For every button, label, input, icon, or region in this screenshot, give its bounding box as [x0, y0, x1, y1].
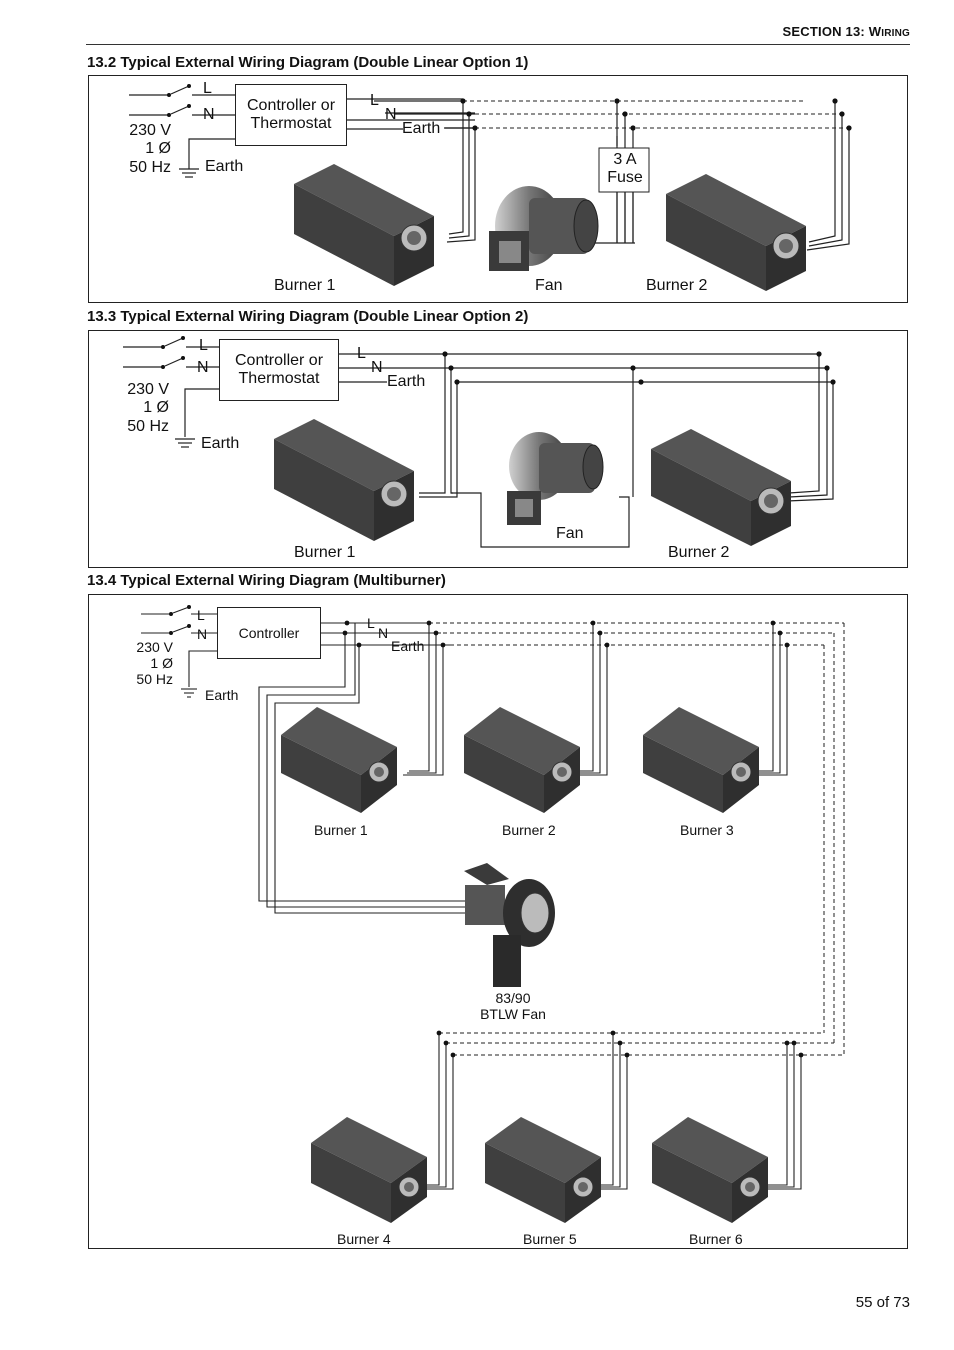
out-earth-label: Earth — [402, 120, 441, 137]
out-l-label: L — [357, 345, 366, 362]
burner-6-label: Burner 6 — [689, 1231, 743, 1247]
section-w: W — [868, 24, 882, 39]
burner-2-label: Burner 2 — [502, 822, 556, 838]
out-n-label: N — [378, 625, 389, 641]
burner-1-image — [294, 164, 434, 286]
supply-voltage: 230 V — [136, 639, 173, 655]
supply-frequency: 50 Hz — [129, 158, 171, 176]
controller-line-2: Thermostat — [238, 370, 320, 387]
controller-box: Controller or Thermostat — [235, 84, 347, 146]
supply-label: 230 V 1 Ø 50 Hz — [127, 639, 173, 687]
fuse-rating: 3 A — [613, 151, 637, 168]
diagram-13-4: L N 230 V 1 Ø 50 Hz Earth Controller L N… — [88, 594, 908, 1249]
section-header: SECTION 13: WIRING — [783, 24, 910, 39]
fan-image — [489, 186, 599, 271]
out-earth-label: Earth — [387, 373, 426, 390]
burner-6-image — [652, 1117, 768, 1223]
section-title-13-3: 13.3 Typical External Wiring Diagram (Do… — [87, 308, 529, 325]
supply-voltage: 230 V — [127, 381, 169, 398]
fuse-box — [598, 147, 650, 193]
burner-2-image — [651, 429, 791, 546]
page-number: 55 of 73 — [855, 1294, 910, 1311]
wiring-lines-13-3 — [123, 336, 836, 548]
supply-voltage: 230 V — [129, 122, 171, 139]
supply-phase: 1 Ø — [145, 140, 171, 158]
burner-3-image — [643, 707, 759, 813]
burner-2-image — [464, 707, 580, 813]
fan-model: 83/90 — [495, 990, 531, 1006]
supply-label: 230 V 1 Ø 50 Hz — [123, 122, 171, 177]
burner-2-label: Burner 2 — [646, 277, 708, 294]
out-n-label: N — [385, 106, 397, 123]
burner-1-label: Burner 1 — [314, 822, 368, 838]
burner-3-label: Burner 3 — [680, 822, 734, 838]
burner-4-label: Burner 4 — [337, 1231, 391, 1247]
fan-type: BTLW Fan — [480, 1006, 546, 1023]
burner-1-label: Burner 1 — [274, 277, 336, 294]
fuse-label: 3 A Fuse — [601, 151, 649, 188]
supply-label: 230 V 1 Ø 50 Hz — [119, 381, 169, 436]
supply-phase: 1 Ø — [150, 655, 173, 672]
section-rest: IRING — [881, 28, 910, 39]
burner-4-image — [311, 1117, 427, 1223]
switch-n-label: N — [197, 359, 209, 376]
earth-label: Earth — [205, 687, 239, 703]
burner-5-image — [485, 1117, 601, 1223]
burner-2-image — [666, 174, 806, 291]
section-prefix: SECTION 13: — [782, 24, 865, 39]
supply-phase: 1 Ø — [143, 399, 169, 417]
switch-l-label: L — [199, 337, 208, 354]
fan-label: Fan — [556, 525, 584, 542]
out-l-label: L — [370, 92, 379, 109]
controller-box: Controller — [217, 607, 321, 659]
out-n-label: N — [371, 359, 383, 376]
fan-label: Fan — [535, 277, 563, 294]
switch-n-label: N — [203, 106, 215, 123]
earth-label: Earth — [201, 435, 240, 452]
burner-1-label: Burner 1 — [294, 544, 356, 561]
section-title-13-4: 13.4 Typical External Wiring Diagram (Mu… — [87, 572, 446, 589]
out-l-label: L — [367, 615, 375, 631]
out-earth-label: Earth — [391, 638, 425, 654]
fuse-word: Fuse — [607, 169, 643, 187]
diagram-13-2: L N 230 V 1 Ø 50 Hz Earth Controller or … — [88, 75, 908, 303]
wiring-lines-13-2 — [129, 84, 852, 291]
wiring-lines-13-4 — [141, 605, 845, 1223]
supply-frequency: 50 Hz — [127, 417, 169, 435]
header-rule — [86, 44, 910, 45]
controller-line-2: Thermostat — [250, 115, 332, 132]
section-title-13-2: 13.2 Typical External Wiring Diagram (Do… — [87, 54, 529, 71]
btlw-fan-image — [464, 863, 555, 987]
burner-1-image — [281, 707, 397, 813]
fan-image — [507, 432, 604, 525]
earth-label: Earth — [205, 158, 244, 175]
burner-2-label: Burner 2 — [668, 544, 730, 561]
supply-frequency: 50 Hz — [136, 671, 173, 688]
fan-label: 83/90 BTLW Fan — [475, 990, 551, 1022]
controller-box: Controller or Thermostat — [219, 339, 339, 401]
switch-n-label: N — [197, 626, 208, 642]
switch-l-label: L — [197, 607, 205, 623]
burner-5-label: Burner 5 — [523, 1231, 577, 1247]
diagram-13-3: L N 230 V 1 Ø 50 Hz Earth Controller or … — [88, 330, 908, 568]
burner-1-image — [274, 419, 414, 541]
switch-l-label: L — [203, 80, 212, 97]
controller-line-1: Controller — [238, 624, 300, 641]
controller-line-1: Controller or — [246, 96, 336, 114]
controller-line-1: Controller or — [234, 351, 324, 369]
